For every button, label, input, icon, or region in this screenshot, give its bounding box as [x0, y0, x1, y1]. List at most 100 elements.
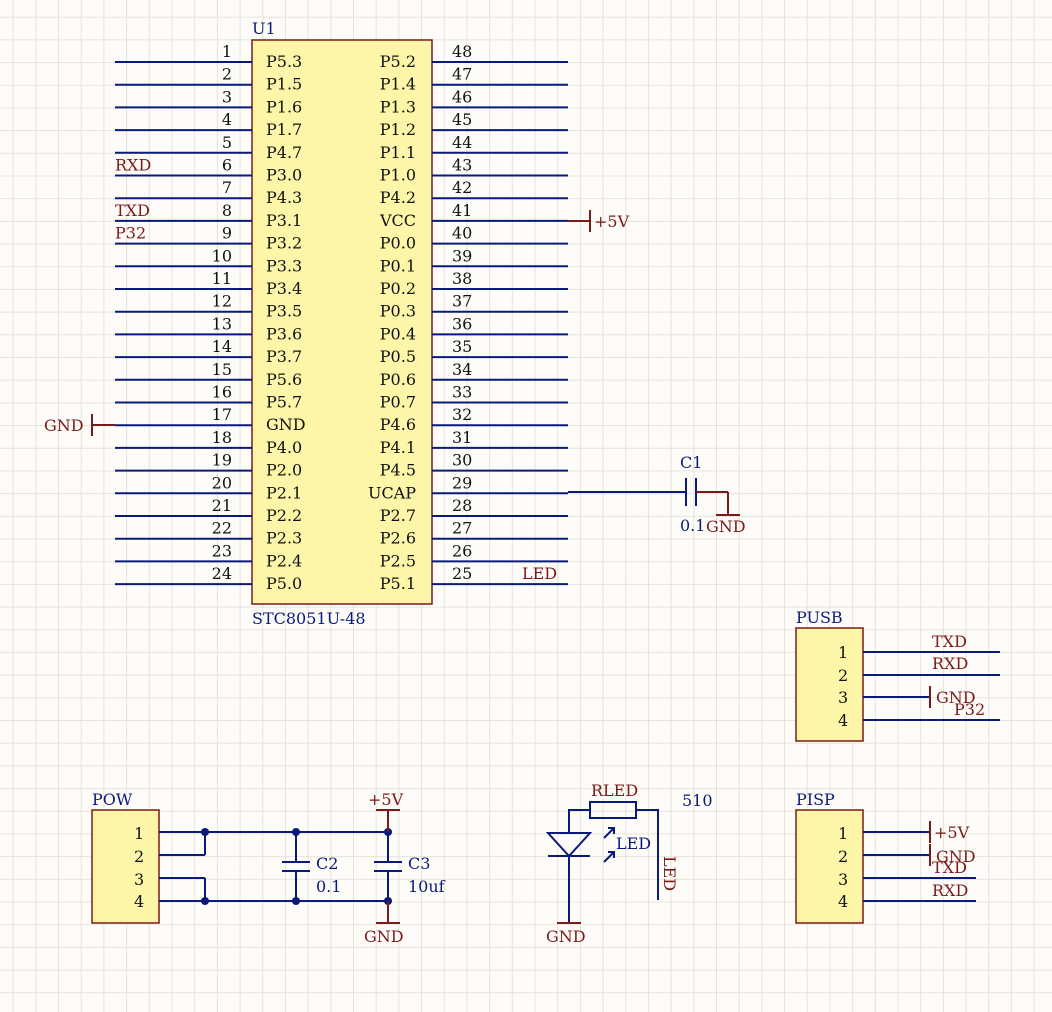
- pisp-body: [795, 809, 864, 924]
- u1-pin-39-name: P0.1: [380, 256, 416, 275]
- u1-pin-44-name: P1.1: [380, 143, 416, 162]
- u1-pin-34-number: 34: [452, 360, 472, 379]
- rled-resistor: [589, 801, 637, 819]
- u1-pin-12-number: 12: [212, 292, 232, 311]
- led-diode: [545, 832, 593, 858]
- u1-pin-15-number: 15: [212, 360, 232, 379]
- u1-pin-20-name: P2.1: [266, 483, 302, 502]
- u1-pin-32-number: 32: [452, 405, 472, 424]
- rled-value: 510: [682, 791, 713, 810]
- u1-pin-4-number: 4: [222, 110, 232, 129]
- u1-pin-46-name: P1.3: [380, 97, 416, 116]
- u1-pin-17-name: GND: [266, 415, 306, 434]
- pisp-designator: PISP: [796, 790, 835, 809]
- u1-pin-33-number: 33: [452, 383, 472, 402]
- u1-component[interactable]: U1 STC8051U-48 1P5.32P1.53P1.64P1.75P4.7…: [115, 19, 568, 628]
- u1-pin-1-number: 1: [222, 42, 232, 61]
- u1-part-number: STC8051U-48: [252, 609, 366, 628]
- pisp-net-rxd: RXD: [932, 881, 968, 900]
- u1-pin-39-number: 39: [452, 246, 472, 265]
- u1-pin-8-number: 8: [222, 201, 232, 220]
- led-circuit[interactable]: RLED 510 LED LED GND: [545, 781, 713, 946]
- pisp-net-gnd: GND: [936, 847, 976, 866]
- pusb-net-txd: TXD: [932, 632, 967, 651]
- u1-pin-31-number: 31: [452, 428, 472, 447]
- pusb-designator: PUSB: [796, 608, 843, 627]
- u1-pin-27-number: 27: [452, 519, 472, 538]
- rled-designator: RLED: [591, 781, 638, 800]
- u1-pin-30-number: 30: [452, 451, 472, 470]
- u1-pin-36-name: P0.4: [380, 324, 416, 343]
- u1-pin-22-name: P2.3: [266, 529, 302, 548]
- pusb-net-p32: P32: [954, 700, 985, 719]
- u1-pin-19-number: 19: [212, 451, 232, 470]
- pusb-connector[interactable]: PUSB 1 2 3 4 TXD RXD GND P32: [795, 608, 1000, 742]
- u1-pin-11-number: 11: [212, 269, 232, 288]
- u1-pin-5-number: 5: [222, 133, 232, 152]
- vcc-label: +5V: [594, 212, 630, 231]
- pisp-pin-4-num: 4: [838, 892, 848, 911]
- pow-connector[interactable]: POW 1 2 3 4 C2 0.1 C3 10uf +5: [91, 790, 446, 946]
- u1-pin-24-number: 24: [212, 564, 232, 583]
- u1-pin-35-number: 35: [452, 337, 472, 356]
- u1-pin-47-number: 47: [452, 65, 472, 84]
- pusb-pin-2-num: 2: [838, 666, 848, 685]
- u1-pin-29-number: 29: [452, 473, 472, 492]
- u1-pin-48-name: P5.2: [380, 52, 416, 71]
- pusb-pin-1-num: 1: [838, 643, 848, 662]
- u1-pin-16-number: 16: [212, 383, 232, 402]
- u1-net-6: RXD: [115, 156, 151, 175]
- led-net-label: LED: [522, 564, 557, 583]
- u1-pin-1-name: P5.3: [266, 52, 302, 71]
- pusb-pin-4-num: 4: [838, 711, 848, 730]
- u1-pin-18-number: 18: [212, 428, 232, 447]
- u1-pin-45-name: P1.2: [380, 120, 416, 139]
- u1-pin-14-number: 14: [212, 337, 232, 356]
- u1-pin-6-name: P3.0: [266, 166, 302, 185]
- u1-pin-48-number: 48: [452, 42, 472, 61]
- gnd-label: GND: [44, 416, 84, 435]
- pisp-pin-2-num: 2: [838, 847, 848, 866]
- u1-pin-6-number: 6: [222, 156, 232, 175]
- u1-pin-14-name: P3.7: [266, 347, 302, 366]
- u1-pin-16-name: P5.7: [266, 393, 302, 412]
- u1-pin-45-number: 45: [452, 110, 472, 129]
- u1-pin-41-number: 41: [452, 201, 472, 220]
- u1-pin-21-name: P2.2: [266, 506, 302, 525]
- u1-pin-23-number: 23: [212, 541, 232, 560]
- u1-pin-44-number: 44: [452, 133, 472, 152]
- c3-value: 10uf: [408, 877, 446, 896]
- u1-designator: U1: [252, 19, 276, 38]
- pow-designator: POW: [92, 790, 133, 809]
- u1-pin-9-number: 9: [222, 224, 232, 243]
- u1-pin-34-name: P0.6: [380, 370, 416, 389]
- u1-vcc-port: +5V: [568, 210, 630, 232]
- pisp-pin-3-num: 3: [838, 870, 848, 889]
- pusb-pin-3-num: 3: [838, 688, 848, 707]
- u1-pin-3-number: 3: [222, 87, 232, 106]
- u1-pin-28-name: P2.7: [380, 506, 416, 525]
- pow-vcc-label: +5V: [368, 790, 404, 809]
- u1-pin-13-number: 13: [212, 314, 232, 333]
- u1-pin-30-name: P4.5: [380, 461, 416, 480]
- u1-pin-23-name: P2.4: [266, 551, 302, 570]
- u1-pin-5-name: P4.7: [266, 143, 302, 162]
- pisp-connector[interactable]: PISP 1 2 3 4 +5V GND TXD RXD: [795, 790, 976, 924]
- c3-designator: C3: [408, 854, 430, 873]
- u1-pin-2-name: P1.5: [266, 75, 302, 94]
- c1-capacitor[interactable]: C1 0.1 GND: [568, 453, 746, 536]
- u1-pin-4-name: P1.7: [266, 120, 302, 139]
- u1-pin-24-name: P5.0: [266, 574, 302, 593]
- u1-pin-37-number: 37: [452, 292, 472, 311]
- pow-gnd-label: GND: [364, 927, 404, 946]
- c2-designator: C2: [316, 854, 338, 873]
- u1-pin-27-name: P2.6: [380, 529, 416, 548]
- u1-gnd-port: GND: [44, 414, 115, 436]
- pow-pin-1-num: 1: [134, 824, 144, 843]
- u1-pin-13-name: P3.6: [266, 324, 302, 343]
- u1-pin-38-number: 38: [452, 269, 472, 288]
- u1-pin-20-number: 20: [212, 473, 232, 492]
- led-designator: LED: [616, 834, 651, 853]
- u1-body: [251, 39, 433, 605]
